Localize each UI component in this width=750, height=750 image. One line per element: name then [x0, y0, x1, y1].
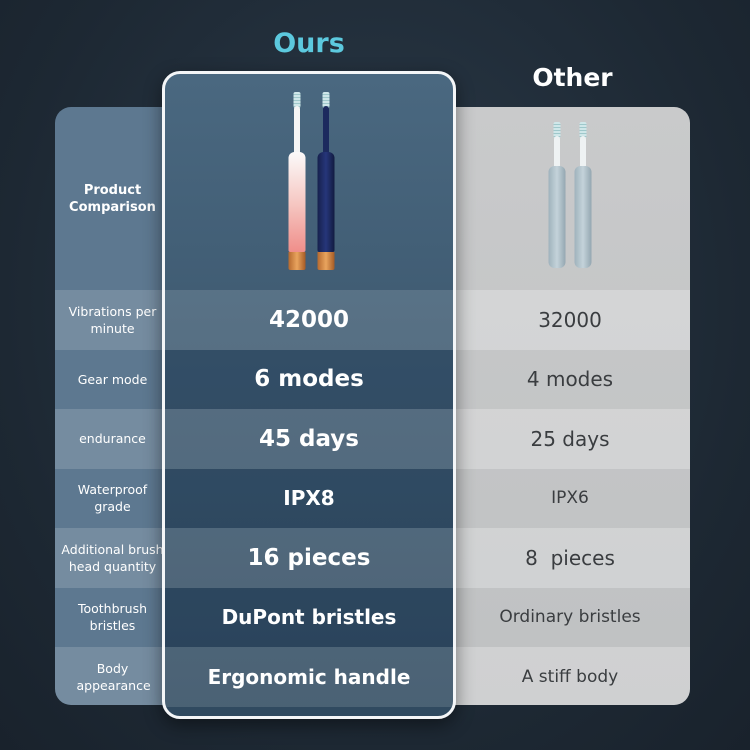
- row-label: Vibrations per minute: [68, 303, 157, 336]
- product-comparison-label: Product Comparison: [69, 182, 156, 215]
- ours-value-cell: DuPont bristles: [165, 587, 453, 647]
- other-value: 25 days: [530, 426, 610, 451]
- ours-value: 42000: [268, 306, 350, 333]
- ours-value: 45 days: [259, 425, 359, 452]
- row-label: Waterproof grade: [77, 482, 148, 515]
- ours-value-cell: IPX8: [165, 468, 453, 528]
- row-label: Gear mode: [77, 371, 148, 387]
- label-row: Body appearance: [55, 647, 170, 705]
- other-value-cell: IPX6: [450, 469, 690, 529]
- other-value: 8 pieces: [525, 545, 615, 570]
- other-value: Ordinary bristles: [499, 607, 641, 628]
- other-value-cell: 32000: [450, 290, 690, 350]
- row-label: Body appearance: [76, 660, 151, 693]
- other-value-cell: 25 days: [450, 409, 690, 469]
- ours-value: DuPont bristles: [221, 605, 397, 630]
- row-label: Additional brush head quantity: [61, 541, 164, 574]
- row-label: endurance: [79, 431, 146, 447]
- other-column: 32000 4 modes 25 days IPX6 8 pieces Ordi…: [450, 107, 690, 705]
- label-row: Additional brush head quantity: [55, 528, 170, 588]
- label-column: Product Comparison Vibrations per minute…: [55, 107, 170, 705]
- other-value-cell: 8 pieces: [450, 528, 690, 588]
- toothbrush-image: [316, 92, 336, 272]
- ours-column: 42000 6 modes 45 days IPX8 16 pieces DuP…: [162, 71, 456, 719]
- ours-value-cell: Ergonomic handle: [165, 647, 453, 707]
- ours-value-cell: 16 pieces: [165, 528, 453, 588]
- toothbrush-image: [573, 122, 593, 272]
- ours-value: IPX8: [283, 486, 335, 511]
- other-value-cell: Ordinary bristles: [450, 588, 690, 648]
- ours-value: Ergonomic handle: [207, 664, 411, 689]
- other-value: IPX6: [551, 488, 589, 509]
- row-label: Toothbrush bristles: [77, 601, 148, 634]
- toothbrush-image: [287, 92, 307, 272]
- ours-value: 6 modes: [254, 366, 364, 393]
- label-row: endurance: [55, 409, 170, 469]
- other-value: A stiff body: [521, 666, 619, 687]
- other-value-cell: A stiff body: [450, 647, 690, 705]
- ours-value-cell: 6 modes: [165, 349, 453, 409]
- label-row: Waterproof grade: [55, 469, 170, 529]
- header-cell: Product Comparison: [55, 107, 170, 290]
- other-title: Other: [532, 63, 613, 92]
- other-value-cell: 4 modes: [450, 350, 690, 410]
- label-row: Toothbrush bristles: [55, 588, 170, 648]
- label-row: Gear mode: [55, 350, 170, 410]
- ours-value: 16 pieces: [247, 544, 371, 571]
- ours-value-cell: 45 days: [165, 409, 453, 469]
- ours-value-cell: 42000: [165, 290, 453, 350]
- other-value: 4 modes: [526, 367, 614, 392]
- ours-title: Ours: [273, 28, 345, 59]
- toothbrush-image: [547, 122, 567, 272]
- other-value: 32000: [538, 307, 602, 332]
- label-row: Vibrations per minute: [55, 290, 170, 350]
